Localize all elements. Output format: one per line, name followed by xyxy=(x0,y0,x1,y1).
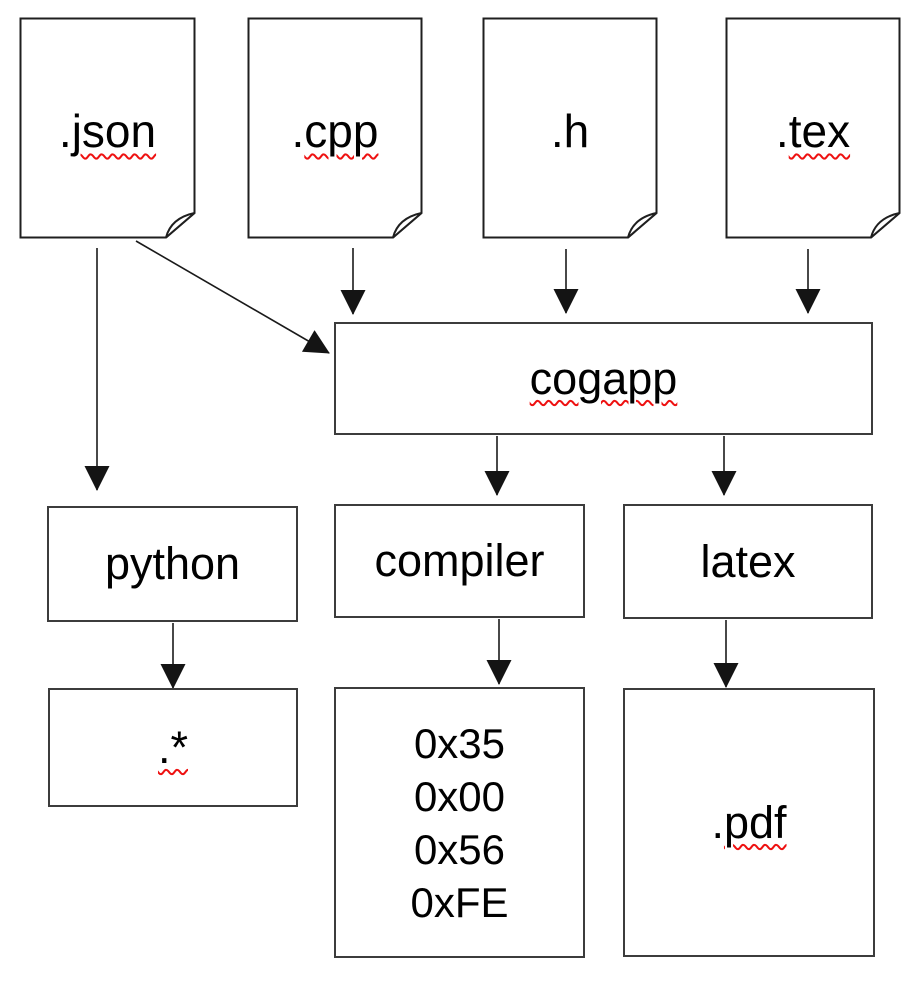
label-prefix: . xyxy=(291,105,305,157)
hex-line: 0xFE xyxy=(410,878,509,926)
process-label-compiler: compiler xyxy=(374,535,545,586)
output-node-hex-bytes[interactable]: 0x35 0x00 0x56 0xFE xyxy=(334,687,585,958)
document-shape-icon xyxy=(482,17,658,239)
process-label-latex: latex xyxy=(700,535,796,587)
document-label-json: .json xyxy=(19,107,196,155)
document-shape-icon xyxy=(725,17,901,239)
process-node-cogapp[interactable]: cogapp xyxy=(334,322,873,435)
document-node-tex[interactable]: .tex xyxy=(725,17,901,239)
document-label-h: .h xyxy=(482,107,658,155)
process-node-python[interactable]: python xyxy=(47,506,298,622)
document-shape-icon xyxy=(19,17,196,239)
document-node-h[interactable]: .h xyxy=(482,17,658,239)
label-word: cpp xyxy=(304,105,379,157)
connector-json-cogapp[interactable] xyxy=(135,240,330,354)
hex-line: 0x00 xyxy=(413,772,506,820)
process-node-compiler[interactable]: compiler xyxy=(334,504,585,618)
process-node-latex[interactable]: latex xyxy=(623,504,873,619)
document-shape-icon xyxy=(247,17,423,239)
output-node-pdf[interactable]: .pdf xyxy=(623,688,875,957)
hex-line: 0x56 xyxy=(413,825,506,873)
label-prefix: . xyxy=(550,105,564,157)
output-node-star[interactable]: .* xyxy=(48,688,298,807)
document-node-cpp[interactable]: .cpp xyxy=(247,17,423,239)
label-prefix: . xyxy=(58,105,72,157)
label-prefix: . xyxy=(711,796,724,848)
output-label-pdf: pdf xyxy=(723,796,787,848)
label-word: json xyxy=(71,105,157,157)
hex-line: 0x35 xyxy=(413,719,506,767)
document-node-json[interactable]: .json xyxy=(19,17,196,239)
process-label-cogapp: cogapp xyxy=(529,352,678,404)
output-label-star: .* xyxy=(157,721,188,773)
document-label-cpp: .cpp xyxy=(247,107,423,155)
label-word: h xyxy=(563,105,590,157)
label-prefix: . xyxy=(775,105,789,157)
document-label-tex: .tex xyxy=(725,107,901,155)
label-word: tex xyxy=(788,105,851,157)
process-label-python: python xyxy=(104,538,241,589)
